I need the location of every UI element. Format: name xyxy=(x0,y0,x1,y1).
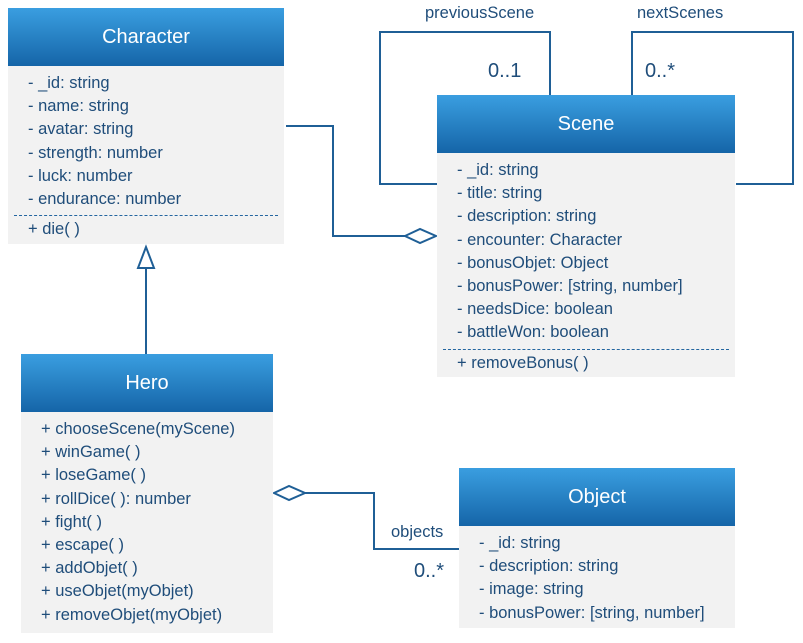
method: + loseGame( ) xyxy=(41,466,146,485)
class-object-body: - _id: string - description: string - im… xyxy=(459,526,735,631)
inheritance-arrowhead xyxy=(136,244,156,269)
class-character-name: Character xyxy=(102,25,190,48)
attribute: - endurance: number xyxy=(28,190,182,209)
method: + removeBonus( ) xyxy=(457,353,589,372)
compartment-divider xyxy=(443,348,729,350)
class-scene-header: Scene xyxy=(437,95,735,153)
attribute: - bonusPower: [string, number] xyxy=(479,603,705,622)
class-hero-name: Hero xyxy=(125,371,169,394)
class-hero-body: + chooseScene(myScene) + winGame( ) + lo… xyxy=(21,412,273,633)
objects-role-label: objects xyxy=(391,523,444,541)
class-object-name: Object xyxy=(568,485,626,508)
compartment-divider xyxy=(14,215,278,217)
class-hero: Hero + chooseScene(myScene) + winGame( )… xyxy=(21,354,273,633)
encounter-connector xyxy=(286,125,405,237)
class-scene: Scene - _id: string - title: string - de… xyxy=(437,95,735,377)
method: + winGame( ) xyxy=(41,443,141,462)
attribute: - strength: number xyxy=(28,143,163,162)
class-object-header: Object xyxy=(459,468,735,526)
scene-aggregation-diamond xyxy=(402,227,439,245)
method: + die( ) xyxy=(28,220,80,239)
attribute: - battleWon: boolean xyxy=(457,323,609,342)
next-scenes-connector xyxy=(631,31,794,185)
method: + useObjet(myObjet) xyxy=(41,582,194,601)
attribute: - _id: string xyxy=(479,534,561,552)
attribute: - image: string xyxy=(479,580,584,599)
class-scene-body: - _id: string - title: string - descript… xyxy=(437,153,735,381)
method: + rollDice( ): number xyxy=(41,489,191,508)
previous-scene-connector xyxy=(379,31,551,185)
class-character: Character - _id: string - name: string -… xyxy=(8,8,284,244)
method: + fight( ) xyxy=(41,512,102,531)
objects-multiplicity: 0..* xyxy=(414,560,445,582)
method: + escape( ) xyxy=(41,536,124,555)
attribute: - name: string xyxy=(28,97,129,116)
attribute: - encounter: Character xyxy=(457,230,623,249)
class-character-body: - _id: string - name: string - avatar: s… xyxy=(8,66,284,247)
class-character-header: Character xyxy=(8,8,284,66)
attribute: - _id: string xyxy=(28,74,110,92)
attribute: - description: string xyxy=(479,557,619,576)
attribute: - description: string xyxy=(457,207,597,226)
next-scenes-multiplicity: 0..* xyxy=(645,60,676,82)
attribute: - needsDice: boolean xyxy=(457,300,613,319)
hero-aggregation-diamond xyxy=(271,484,308,502)
attribute: - luck: number xyxy=(28,166,133,185)
attribute: - avatar: string xyxy=(28,120,134,139)
class-object: Object - _id: string - description: stri… xyxy=(459,468,735,628)
attribute: - title: string xyxy=(457,184,543,203)
class-scene-name: Scene xyxy=(557,112,615,135)
attribute: - _id: string xyxy=(457,161,539,179)
method: + chooseScene(myScene) xyxy=(41,420,235,438)
next-scenes-role-label: nextScenes xyxy=(637,4,724,22)
class-hero-header: Hero xyxy=(21,354,273,412)
previous-scene-role-label: previousScene xyxy=(425,4,535,22)
objects-connector xyxy=(305,492,459,550)
attribute: - bonusPower: [string, number] xyxy=(457,277,683,296)
previous-scene-multiplicity: 0..1 xyxy=(488,60,522,82)
method: + removeObjet(myObjet) xyxy=(41,605,223,624)
attribute: - bonusObjet: Object xyxy=(457,253,609,272)
method: + addObjet( ) xyxy=(41,559,138,578)
